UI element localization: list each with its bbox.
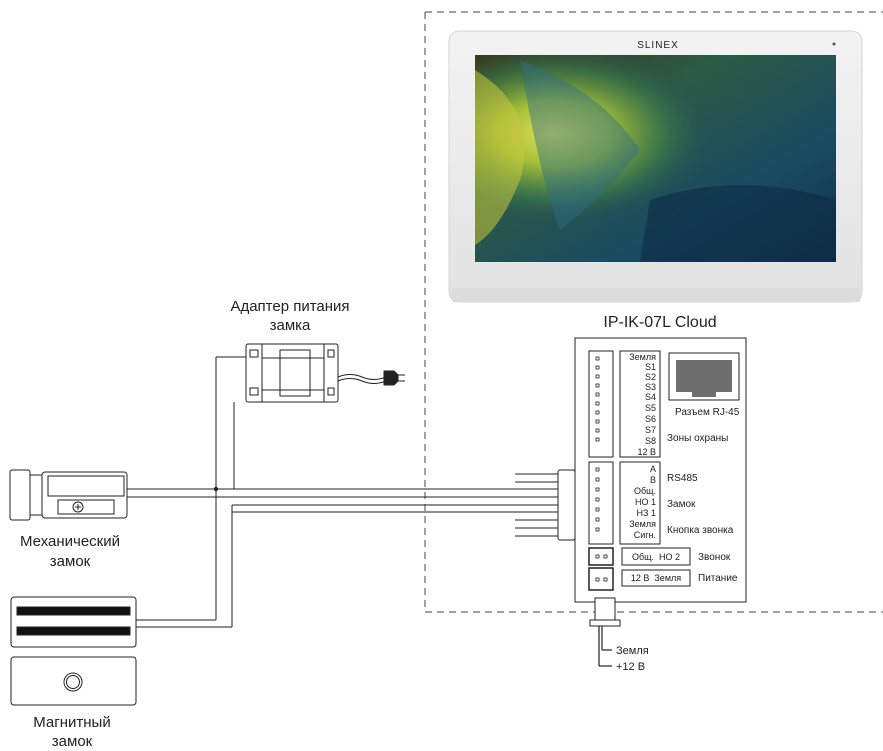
dc-ground-label: Земля	[616, 645, 649, 657]
mains-plug-icon	[383, 370, 405, 386]
zone-term-ground: Земля	[629, 352, 656, 362]
rs485-label: RS485	[667, 473, 698, 484]
dc-plus-label: +12 В	[616, 661, 645, 673]
wire-junction	[213, 486, 219, 492]
brand-logo: SLINEX	[637, 40, 679, 51]
power-adapter	[245, 343, 339, 403]
wiring	[127, 356, 558, 628]
power-label: Питание	[698, 573, 738, 584]
zones-label: Зоны охраны	[667, 433, 728, 444]
term-b: B	[650, 475, 656, 485]
model-label: IP-IK-07L Cloud	[603, 314, 716, 331]
zone-term-s1: S1	[645, 362, 656, 372]
zone-term-s2: S2	[645, 372, 656, 382]
term-a: A	[650, 464, 656, 474]
bell-label: Звонок	[698, 552, 731, 563]
monitor-boundary	[424, 11, 883, 613]
bell-connector	[588, 547, 614, 566]
zone-term-s5: S5	[645, 403, 656, 413]
mech-lock-label-line2: замок	[50, 553, 91, 570]
rear-panel: Земля S1 S2 S3 S4 S5 S6 S7 S8 12 В Разъе…	[574, 337, 747, 603]
term-common: Общ.	[634, 486, 656, 496]
mag-lock-label-line1: Магнитный	[33, 714, 110, 731]
term-ground: Земля	[629, 519, 656, 529]
magnetic-lock	[10, 596, 137, 706]
camera-icon	[832, 42, 836, 46]
doorbell-button-label: Кнопка звонка	[667, 525, 734, 536]
lock-label: Замок	[667, 499, 696, 510]
power-connector	[588, 567, 614, 591]
term-no1: НО 1	[635, 497, 656, 507]
adapter-title-line2: замка	[270, 317, 311, 334]
rj45-label: Разъем RJ-45	[675, 407, 740, 418]
zone-term-s3: S3	[645, 382, 656, 392]
zone-term-12v: 12 В	[637, 447, 656, 457]
zone-term-s7: S7	[645, 425, 656, 435]
zone-term-s8: S8	[645, 436, 656, 446]
mag-lock-label-line2: замок	[52, 733, 93, 750]
monitor-device: SLINEX	[448, 30, 863, 303]
mech-lock-label-line1: Механический	[20, 533, 120, 550]
term-nc1: НЗ 1	[637, 508, 656, 518]
bell-terminal-label: Общ. НО 2	[632, 552, 680, 562]
zones-terminal-pins	[595, 356, 600, 442]
mechanical-lock	[9, 469, 128, 521]
power-terminal-label: 12 В Земля	[631, 573, 681, 583]
lower-terminal-pins	[595, 467, 600, 532]
rj45-socket-icon	[676, 360, 732, 397]
term-signal: Сигн.	[634, 530, 656, 540]
zone-term-s4: S4	[645, 392, 656, 402]
dc-power-plug	[589, 597, 621, 667]
adapter-title-line1: Адаптер питания	[230, 298, 349, 315]
zone-term-s6: S6	[645, 414, 656, 424]
